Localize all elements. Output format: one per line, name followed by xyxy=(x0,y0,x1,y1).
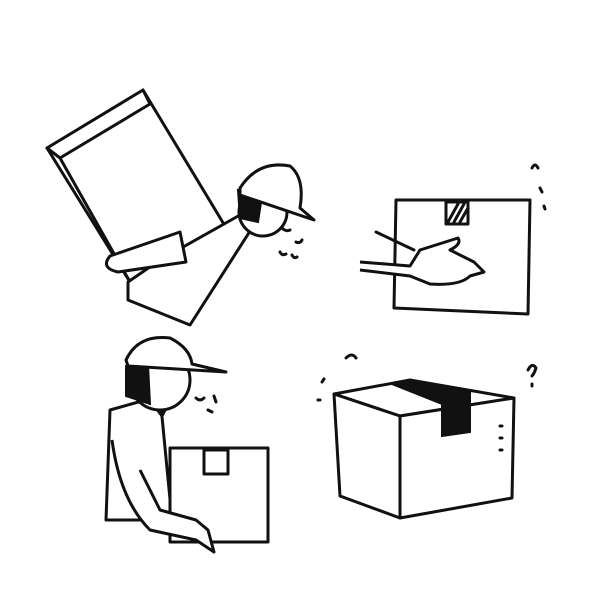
courier-carrying-large-package xyxy=(45,88,316,327)
label-hatching xyxy=(446,202,470,224)
courier-arm xyxy=(104,230,188,274)
courier-cap xyxy=(238,163,316,222)
closed-taped-box xyxy=(316,353,538,520)
box-label xyxy=(202,448,230,476)
courier-cap xyxy=(124,335,228,374)
hand-presenting-box xyxy=(359,163,547,316)
box-left-side xyxy=(332,392,402,520)
motion-marks xyxy=(316,353,538,452)
motion-marks xyxy=(530,163,547,211)
courier-hair xyxy=(125,362,152,406)
packing-tape xyxy=(388,378,471,438)
sweat-marks xyxy=(194,394,218,414)
box-tape-label xyxy=(444,200,470,226)
arm-line xyxy=(374,230,416,252)
sweat-marks xyxy=(278,226,304,260)
presenting-hand xyxy=(359,236,486,286)
courier-holding-box xyxy=(104,335,270,554)
courier-arm xyxy=(110,439,216,554)
box-right-side xyxy=(398,396,516,520)
